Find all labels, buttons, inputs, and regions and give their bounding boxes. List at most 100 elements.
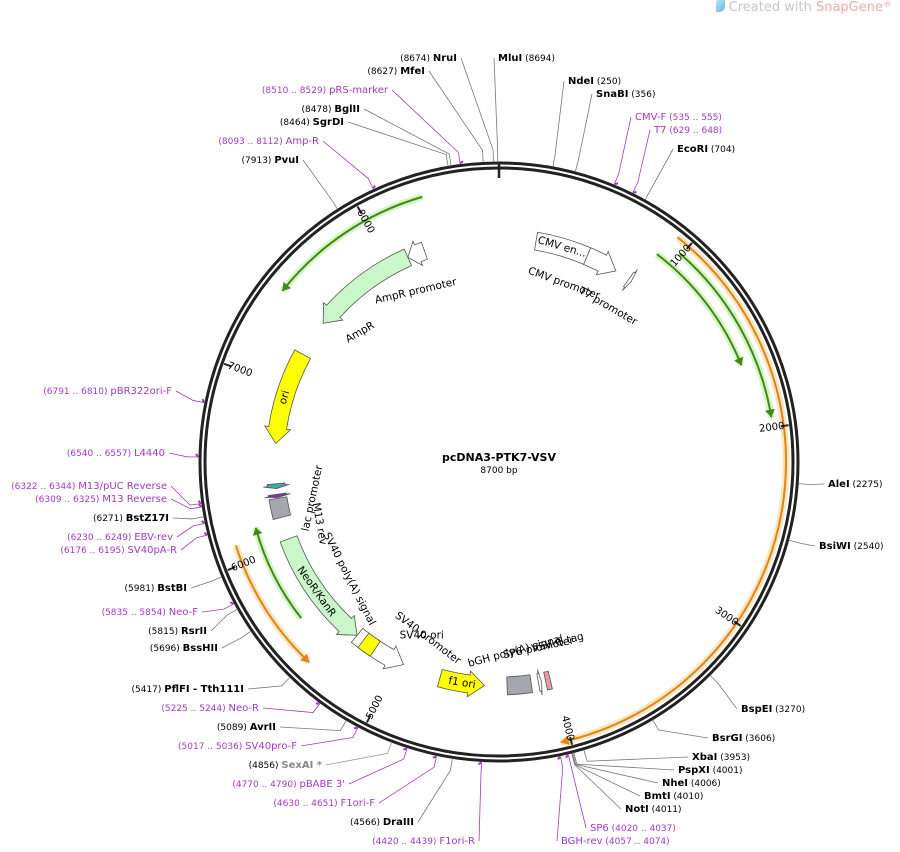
site-leader-l4440 — [168, 452, 199, 458]
site-leader-f1ori-f — [378, 756, 437, 804]
site-label-sgrdi: (8464) SgrDI — [280, 117, 344, 128]
site-label-mlui: MluI (8694) — [498, 53, 555, 64]
site-leader-m13-reverse — [170, 498, 202, 510]
snapgene-watermark: Created with SnapGene® — [715, 0, 892, 15]
orf-4-head — [252, 527, 263, 536]
site-leader-pvui — [302, 159, 338, 210]
primer-mark-sp6 — [565, 754, 570, 759]
site-leader-bsshii — [221, 630, 252, 649]
tick-label-3000: 3000 — [713, 605, 740, 628]
feature-label-sv40-ori: SV40 ori — [400, 630, 444, 642]
site-label-bspei: BspEI (3270) — [741, 704, 805, 715]
primer-mark-f1ori-f — [432, 755, 437, 759]
feature-m13-rev — [264, 492, 291, 498]
site-label-xbai: XbaI (3953) — [692, 752, 750, 763]
feature-vsv-g-tag — [543, 670, 553, 691]
orf-2-line — [560, 236, 787, 744]
watermark-prefix: Created with — [728, 0, 816, 15]
site-leader-snabi — [574, 93, 593, 172]
site-label-bsshii: (5696) BssHII — [150, 643, 218, 654]
orf-0-line — [679, 252, 773, 418]
orf-5-line — [234, 545, 310, 664]
primer-mark-prs-marker — [459, 160, 464, 165]
site-label-pbr322ori-f: (6791 .. 6810) pBR322ori-F — [43, 386, 172, 397]
site-label-rsrii: (5815) RsrII — [148, 626, 207, 637]
site-label-m13-puc-reverse: (6322 .. 6344) M13/pUC Reverse — [11, 481, 167, 492]
site-label-nhei: NheI (4006) — [662, 778, 721, 789]
site-label-pvui: (7913) PvuI — [242, 155, 299, 166]
feature-inlabel-neor-kanr: NeoR/KanR — [294, 564, 338, 619]
site-label-bglii: (8478) BglII — [302, 104, 360, 115]
site-leader-m13-puc-reverse — [170, 485, 201, 506]
site-label-neo-r: (5225 .. 5244) Neo-R — [161, 703, 259, 714]
site-leader-bstz17i — [172, 516, 205, 520]
orf-3-head — [282, 281, 292, 292]
site-leader-sgrdi — [347, 121, 449, 167]
orf-2-head — [560, 735, 570, 746]
tick-6000 — [227, 566, 236, 572]
site-leader-cmv-f — [614, 116, 632, 185]
plasmid-size: 8700 bp — [480, 466, 517, 476]
primer-mark-amp-r — [372, 184, 376, 190]
site-label-l4440: (6540 .. 6557) L4440 — [67, 448, 165, 459]
site-label-m13-reverse: (6309 .. 6325) M13 Reverse — [35, 494, 167, 505]
site-leader-nrui — [460, 57, 494, 163]
tick-3000 — [733, 620, 742, 627]
feature-cmv-promoter — [583, 247, 617, 276]
site-leader-ebv-rev — [176, 523, 205, 538]
site-leader-pflfi-tth111i — [247, 676, 291, 690]
feature-t7-promoter — [621, 269, 638, 291]
watermark-brand: SnapGene — [815, 0, 883, 15]
site-label-noti: NotI (4011) — [625, 804, 682, 815]
orf-1-line — [656, 253, 743, 366]
site-leader-pbr322ori-f — [175, 390, 204, 404]
site-leader-sexai — [325, 742, 393, 766]
site-label-bstz17i: (6271) BstZ17I — [93, 513, 169, 524]
site-leader-neo-f — [201, 603, 234, 613]
orf-4-line — [254, 527, 302, 619]
site-leader-pspxi — [573, 752, 675, 771]
site-leader-bspei — [709, 674, 738, 710]
site-label-alei: AleI (2275) — [828, 479, 882, 490]
site-label-sv40pro-f: (5017 .. 5036) SV40pro-F — [178, 741, 297, 752]
tick-label-7000: 7000 — [226, 361, 254, 380]
orf-1-head — [734, 356, 744, 366]
site-leader-f1ori-r — [478, 762, 483, 842]
primer-mark-f1ori-r — [477, 761, 483, 766]
primer-mark-cmv-f — [614, 182, 619, 186]
snapgene-logo-icon — [715, 0, 725, 12]
site-leader-t7 — [632, 129, 651, 193]
site-leader-bglii — [363, 108, 452, 166]
site-leader-amp-r — [322, 140, 374, 189]
site-label-bgh-rev: BGH-rev (4057 .. 4074) — [561, 836, 670, 847]
site-leader-neo-r — [262, 703, 320, 713]
site-label-ndei: NdeI (250) — [568, 76, 621, 87]
tick-label-2000: 2000 — [759, 421, 786, 435]
site-label-neo-f: (5835 .. 5854) Neo-F — [102, 607, 199, 618]
site-label-pspxi: PspXI (4001) — [678, 765, 743, 776]
site-leader-bgh-rev — [556, 756, 564, 842]
feature-ori — [263, 349, 312, 445]
orf-3-line — [281, 195, 423, 292]
tick-label-4000: 4000 — [559, 715, 576, 742]
site-leader-rsrii — [210, 608, 238, 632]
tick-5000 — [366, 714, 372, 723]
feature-sv40-poly-a-signal — [268, 496, 292, 520]
tick-2000 — [780, 424, 789, 428]
site-leader-bsrgi — [652, 719, 709, 739]
primer-mark-pbabe-3 — [403, 747, 408, 751]
site-label-amp-r: (8093 .. 8112) Amp-R — [218, 136, 319, 147]
primer-mark-l4440 — [195, 453, 199, 458]
site-leader-nhei — [572, 752, 659, 784]
site-leader-xbai — [583, 749, 689, 762]
site-label-prs-marker: (8510 .. 8529) pRS-marker — [262, 85, 389, 96]
site-label-t7: T7 (629 .. 648) — [653, 125, 722, 136]
feature-inlabel-ori: ori — [277, 389, 292, 406]
site-label-bsiwi: BsiWI (2540) — [819, 541, 884, 552]
site-label-f1ori-r: (4420 .. 4439) F1ori-R — [372, 836, 475, 847]
watermark-mark: ® — [883, 0, 892, 10]
backbone — [198, 161, 800, 763]
feature-ampr-promoter — [407, 239, 428, 267]
